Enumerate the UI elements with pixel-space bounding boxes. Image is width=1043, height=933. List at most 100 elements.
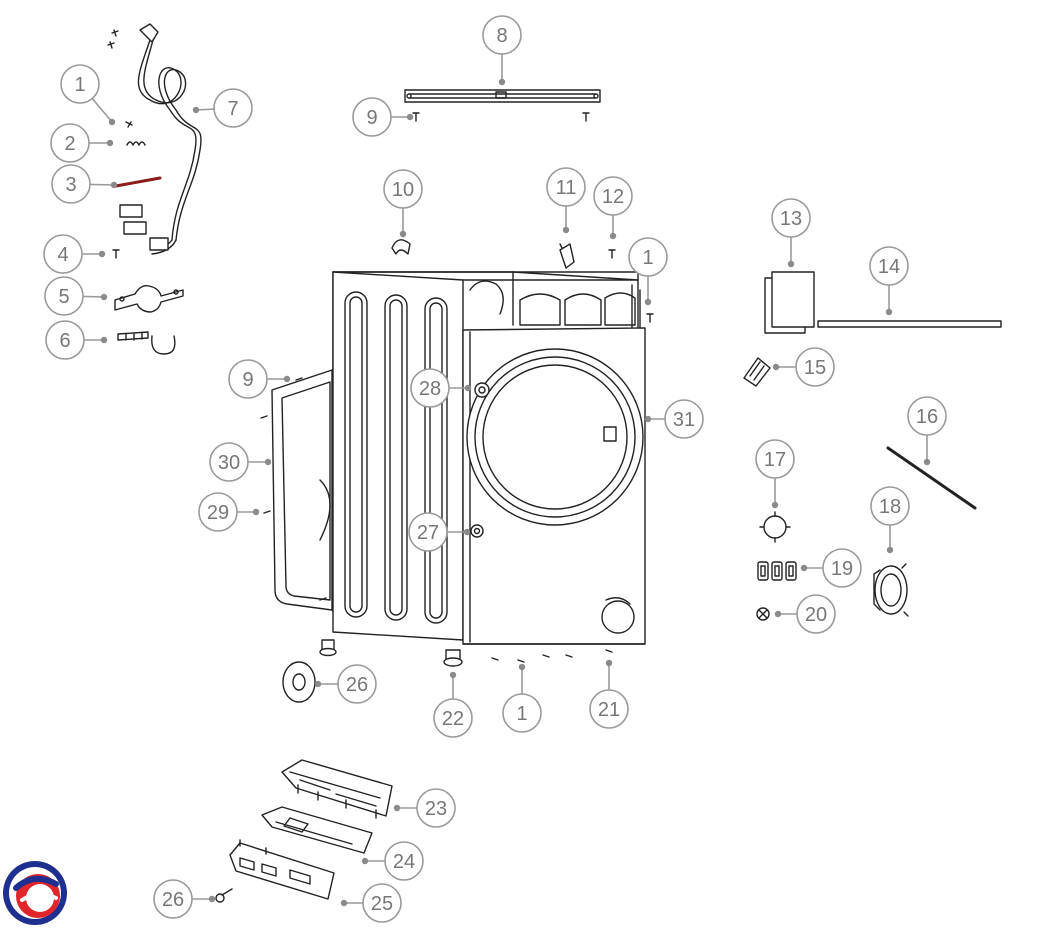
callout-c-8: 8 [482, 15, 522, 55]
callout-label: 17 [764, 449, 786, 471]
callout-c-1a: 1 [60, 64, 100, 104]
leader-dot-c-4 [98, 250, 106, 258]
callout-circle [337, 664, 377, 704]
side-frame-part-30 [271, 369, 333, 611]
leader-dot-c-24 [361, 857, 369, 865]
callout-label: 31 [673, 409, 695, 431]
callout-c-5: 5 [44, 276, 84, 316]
callout-circle [352, 97, 392, 137]
screw-part-1-right [646, 313, 654, 323]
callout-c-12: 12 [593, 176, 633, 216]
callout-circle [43, 234, 83, 274]
screws-part-1-bottom [491, 649, 613, 663]
callout-circle [869, 246, 909, 286]
callout-label: 1 [642, 247, 653, 269]
callout-c-27: 27 [408, 512, 448, 552]
screw-part-29 [263, 510, 327, 601]
leader-dot-c-18 [886, 546, 894, 554]
callout-circle [45, 320, 85, 360]
leader-dot-c-20 [774, 610, 782, 618]
leader-dot-c-15 [772, 363, 780, 371]
front-panel-part-31 [462, 327, 646, 645]
leader-line-c-3 [89, 183, 115, 186]
side-panel [332, 271, 464, 641]
callout-c-17: 17 [755, 439, 795, 479]
callout-c-10: 10 [383, 169, 423, 209]
callout-label: 16 [916, 406, 938, 428]
callout-label: 10 [392, 179, 414, 201]
rod-part-3 [114, 176, 162, 188]
leader-dot-c-1a [108, 118, 116, 126]
callout-label: 24 [393, 851, 415, 873]
callout-label: 23 [425, 798, 447, 820]
callout-c-13: 13 [771, 198, 811, 238]
brand-logo-icon [3, 861, 67, 925]
leader-dot-c-21 [605, 659, 613, 667]
control-panel-frame-part-24 [261, 806, 373, 854]
callout-c-3: 3 [51, 164, 91, 204]
callout-circle [362, 883, 402, 923]
callout-c-29: 29 [198, 492, 238, 532]
leader-dot-c-10 [399, 230, 407, 238]
callout-c-1b: 1 [628, 237, 668, 277]
callout-c-23: 23 [416, 788, 456, 828]
callout-label: 12 [602, 186, 624, 208]
callout-c-26a: 26 [337, 664, 377, 704]
callout-circle [907, 396, 947, 436]
leader-dot-c-7 [192, 106, 200, 114]
callout-c-31: 31 [664, 399, 704, 439]
callout-circle [593, 176, 633, 216]
leader-dot-c-5 [100, 293, 108, 301]
callout-circle [383, 169, 423, 209]
callout-label: 13 [780, 208, 802, 230]
leader-dot-c-2 [106, 139, 114, 147]
leader-dot-c-13 [787, 260, 795, 268]
callout-circle [60, 64, 100, 104]
callout-c-2: 2 [50, 123, 90, 163]
callout-c-24: 24 [384, 841, 424, 881]
callout-circle [198, 492, 238, 532]
washer-ring-part-26 [282, 661, 316, 703]
leader-dot-c-31 [644, 415, 652, 423]
callout-c-18: 18 [870, 486, 910, 526]
callout-c-16: 16 [907, 396, 947, 436]
screw-part-12 [608, 249, 616, 259]
callout-circle [482, 15, 522, 55]
callout-circle [755, 439, 795, 479]
callout-label: 14 [878, 256, 900, 278]
callout-circle [589, 689, 629, 729]
leader-dot-c-8 [498, 78, 506, 86]
callout-label: 21 [598, 699, 620, 721]
callout-circle [771, 198, 811, 238]
leader-dot-c-1b [644, 298, 652, 306]
callout-label: 28 [419, 378, 441, 400]
knob-part-27 [470, 524, 484, 538]
leader-dot-c-9b [283, 375, 291, 383]
callout-circle [410, 368, 450, 408]
callout-label: 9 [242, 369, 253, 391]
callout-label: 4 [57, 244, 68, 266]
leader-line-c-5 [82, 295, 105, 298]
leader-dot-c-11 [562, 226, 570, 234]
callout-label: 3 [65, 174, 76, 196]
leader-dot-c-30 [264, 458, 272, 466]
leader-dot-c-25 [340, 899, 348, 907]
screws-part-9-side [260, 377, 303, 419]
callout-label: 9 [366, 107, 377, 129]
callout-circle [153, 879, 193, 919]
callout-label: 27 [417, 522, 439, 544]
leader-dot-c-28 [464, 384, 472, 392]
callout-circle [213, 88, 253, 128]
leader-dot-c-3 [110, 181, 118, 189]
callout-c-19: 19 [822, 548, 862, 588]
callout-circle [433, 698, 473, 738]
leader-dot-c-17 [771, 501, 779, 509]
power-cord-part-7 [119, 23, 202, 255]
callout-circle [51, 164, 91, 204]
callout-c-26b: 26 [153, 879, 193, 919]
callout-circle [416, 788, 456, 828]
callout-label: 26 [346, 674, 368, 696]
callout-c-20: 20 [796, 594, 836, 634]
